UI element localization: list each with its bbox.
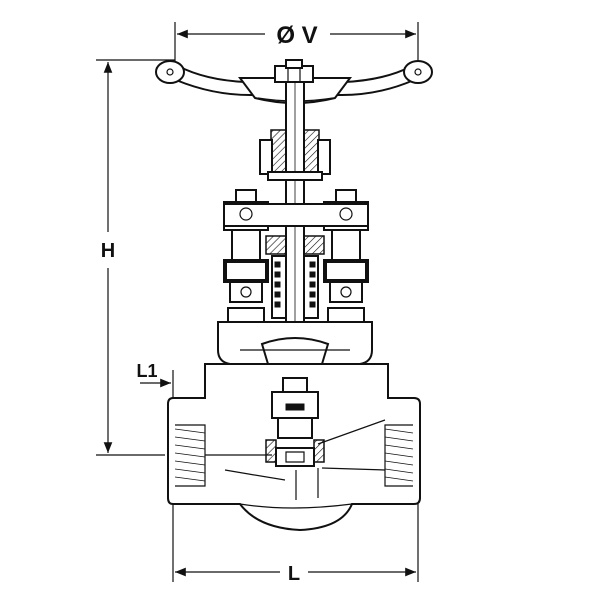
label-length: L [288,563,300,585]
label-height: H [101,240,115,262]
right-thread [384,428,414,482]
stem-packing [265,235,325,319]
dimension-height: H [96,59,175,456]
label-handwheel-diameter: Ø V [276,22,317,49]
bonnet [217,321,373,365]
dimension-handwheel-diameter: Ø V [174,22,419,62]
packing-rings [274,261,316,308]
label-socket-depth: L1 [136,361,157,381]
bonnet-bolting [223,189,369,323]
valve-disc [265,377,325,467]
dimension-length: L [172,470,419,585]
left-thread [174,428,206,482]
yoke-nut [259,129,331,181]
